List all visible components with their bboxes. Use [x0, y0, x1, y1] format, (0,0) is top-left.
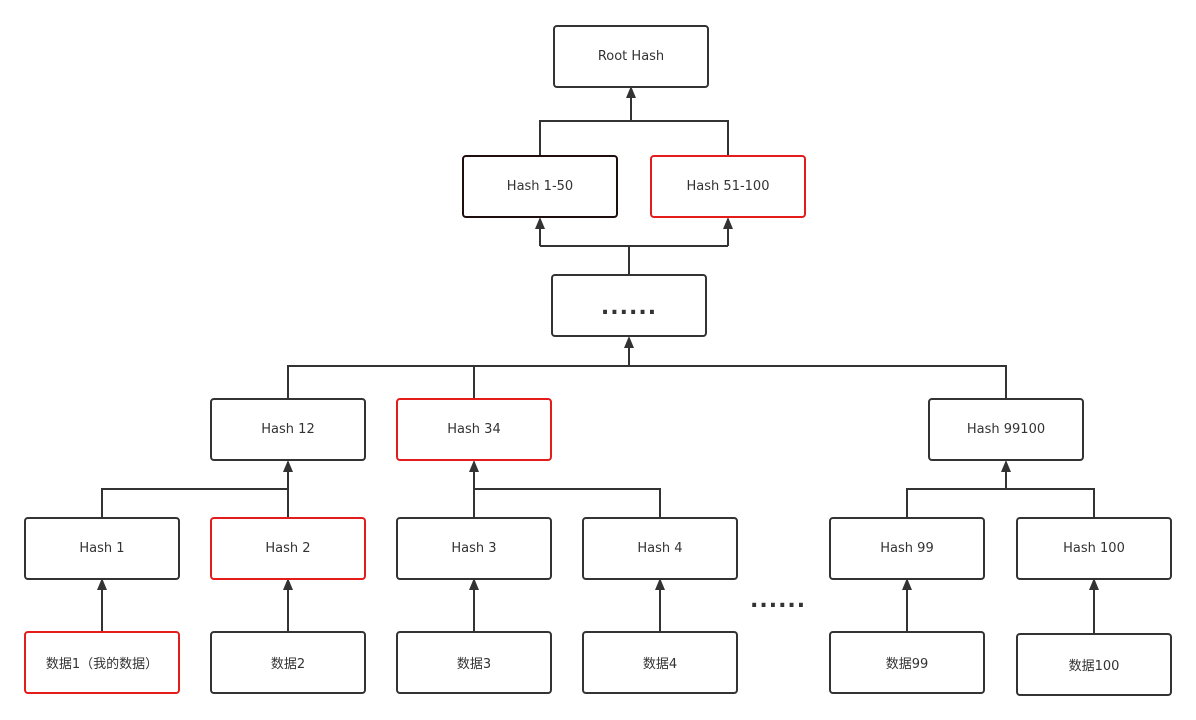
data-1-label: 数据1（我的数据） [45, 657, 159, 672]
gap-ellipsis: ...... [750, 588, 807, 613]
hash-2-node: Hash 2 [210, 517, 366, 580]
intermediate-ellipsis-node: ...... [551, 274, 707, 337]
data-99-node: 数据99 [829, 631, 985, 694]
hash-3-label: Hash 3 [451, 541, 497, 556]
data-4-label: 数据4 [642, 657, 678, 672]
hash-1-label: Hash 1 [79, 541, 125, 556]
intermediate-ellipsis-label: ...... [600, 294, 658, 320]
data-1-node: 数据1（我的数据） [24, 631, 180, 694]
data-99-label: 数据99 [885, 657, 929, 672]
data-4-node: 数据4 [582, 631, 738, 694]
hash-12-node: Hash 12 [210, 398, 366, 461]
hash-99100-node: Hash 99100 [928, 398, 1084, 461]
hash-99100-label: Hash 99100 [966, 422, 1046, 437]
data-3-label: 数据3 [456, 657, 492, 672]
hash-99-label: Hash 99 [880, 541, 934, 556]
hash-1-node: Hash 1 [24, 517, 180, 580]
edge-hash4-hash34 [474, 488, 661, 517]
data-2-label: 数据2 [270, 657, 306, 672]
hash-3-node: Hash 3 [396, 517, 552, 580]
edge-hash99-hash99100 [906, 488, 1095, 517]
hash-100-label: Hash 100 [1063, 541, 1125, 556]
root-hash-label: Root Hash [597, 49, 665, 64]
edge-level4-bus [539, 120, 729, 155]
root-hash-node: Root Hash [553, 25, 709, 88]
hash-100-node: Hash 100 [1016, 517, 1172, 580]
edge-level2-bus [287, 365, 1007, 398]
hash-4-node: Hash 4 [582, 517, 738, 580]
hash-4-label: Hash 4 [637, 541, 683, 556]
hash-99-node: Hash 99 [829, 517, 985, 580]
hash-1-50-node: Hash 1-50 [462, 155, 618, 218]
hash-12-label: Hash 12 [261, 422, 315, 437]
data-2-node: 数据2 [210, 631, 366, 694]
hash-34-label: Hash 34 [447, 422, 501, 437]
data-100-label: 数据100 [1068, 659, 1120, 674]
hash-51-100-node: Hash 51-100 [650, 155, 806, 218]
edge-hash1-hash12 [101, 488, 288, 517]
hash-51-100-label: Hash 51-100 [686, 179, 770, 194]
data-100-node: 数据100 [1016, 633, 1172, 696]
hash-1-50-label: Hash 1-50 [506, 179, 574, 194]
hash-34-node: Hash 34 [396, 398, 552, 461]
hash-2-label: Hash 2 [265, 541, 311, 556]
data-3-node: 数据3 [396, 631, 552, 694]
